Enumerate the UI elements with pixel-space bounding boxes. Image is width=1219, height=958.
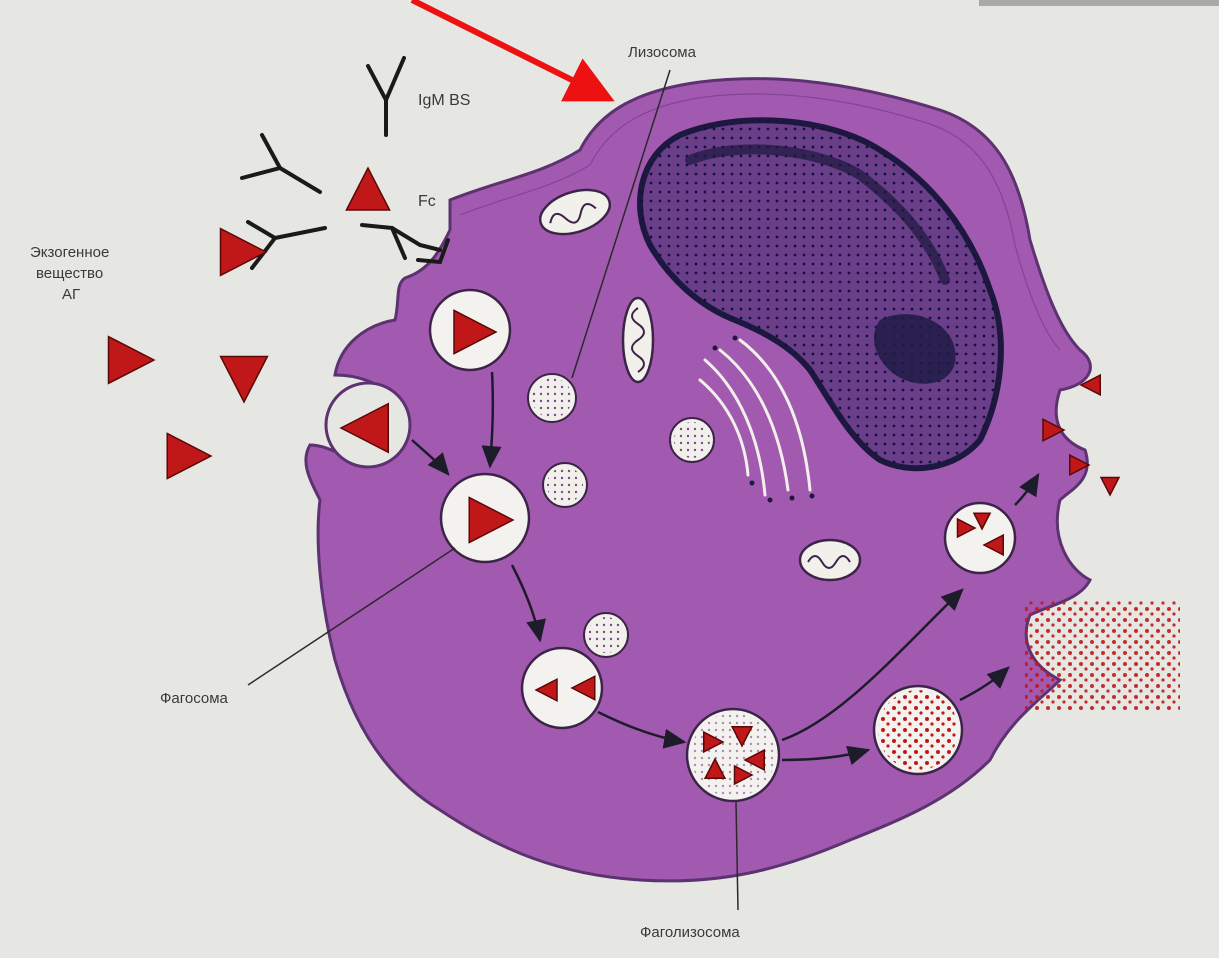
lysosome-3 <box>670 418 714 462</box>
label-lysosome: Лизосома <box>628 44 696 61</box>
antigen-triangle <box>167 434 211 479</box>
label-phagolysosome: Фаголизосома <box>640 924 740 941</box>
label-igm: IgM BS <box>418 92 470 110</box>
antigen-triangle <box>221 357 268 403</box>
mitochondrion-3 <box>800 540 860 580</box>
lysosome-2 <box>543 463 587 507</box>
label-phagosome: Фагосома <box>160 690 228 707</box>
exocytosed-dots <box>1025 600 1180 710</box>
antibody-3 <box>248 222 325 268</box>
digested-vesicle <box>874 686 962 774</box>
antigen-triangle <box>109 337 155 384</box>
antigen-triangle <box>346 168 389 210</box>
antibody-igm <box>368 58 404 135</box>
label-exogenous-3: АГ <box>62 286 80 303</box>
antibody-2 <box>242 135 320 192</box>
label-fc: Fc <box>418 193 436 211</box>
antigen-triangle <box>1101 478 1119 496</box>
phagolysosome <box>687 709 779 801</box>
lysosome-1 <box>528 374 576 422</box>
lysosome-4 <box>584 613 628 657</box>
antigen-triangle <box>221 229 267 276</box>
label-exogenous-1: Экзогенное <box>30 244 109 261</box>
pointer-arrow <box>412 0 604 96</box>
mitochondrion-2 <box>623 298 653 382</box>
label-exogenous-2: вещество <box>36 265 103 282</box>
